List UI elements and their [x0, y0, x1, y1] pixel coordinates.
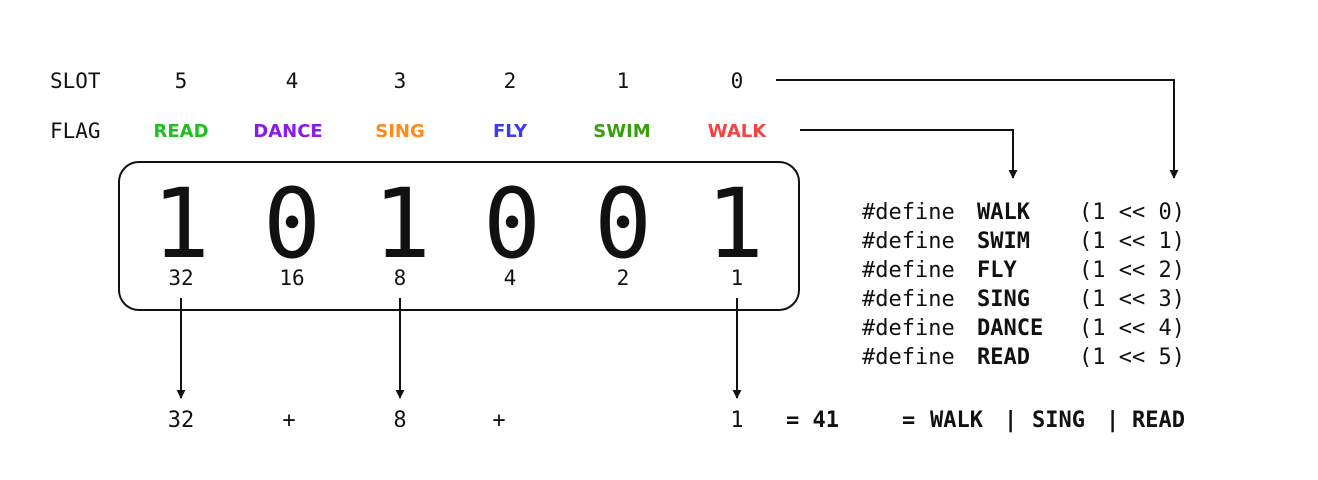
define-expr: (1 << 1): [1079, 229, 1185, 254]
result-flag: SING: [1032, 408, 1085, 433]
bits: 1 0 1 0 0 1: [152, 168, 764, 280]
bit-digit: 0: [594, 168, 652, 280]
define-keyword: #define: [862, 345, 955, 370]
slot-number: 4: [286, 69, 299, 93]
define-name: SING: [977, 287, 1030, 312]
bit-digit: 1: [152, 168, 210, 280]
define-expr: (1 << 2): [1079, 258, 1185, 283]
flag-name: READ: [153, 121, 208, 142]
sum-term: 32: [168, 408, 195, 433]
connector-arrows: [776, 79, 1179, 179]
defines-block: #define WALK (1 << 0) #define SWIM (1 <<…: [862, 200, 1185, 370]
define-name: FLY: [977, 258, 1017, 283]
bit-weight: 16: [279, 266, 304, 290]
define-keyword: #define: [862, 258, 955, 283]
sum-plus: +: [492, 408, 505, 433]
result-flag: READ: [1132, 408, 1185, 433]
bit-digit: 1: [373, 168, 431, 280]
flag-name: DANCE: [253, 121, 322, 142]
flag-name: WALK: [708, 121, 767, 142]
flag-name: SING: [375, 121, 425, 142]
define-line: #define WALK (1 << 0): [862, 200, 1185, 225]
define-expr: (1 << 0): [1079, 200, 1185, 225]
define-expr: (1 << 4): [1079, 316, 1185, 341]
bit-weight: 4: [504, 266, 517, 290]
flag-row-label: FLAG: [50, 119, 101, 143]
bit-digit: 1: [706, 168, 764, 280]
define-name: WALK: [977, 200, 1031, 225]
slot-number: 1: [617, 69, 630, 93]
bit-digit: 0: [263, 168, 321, 280]
result-flag: WALK: [930, 408, 984, 433]
define-expr: (1 << 5): [1079, 345, 1185, 370]
bit-weight: 2: [617, 266, 630, 290]
slot-connector-arrow: [776, 79, 1179, 179]
slot-numbers: 5 4 3 2 1 0: [175, 69, 744, 93]
sum-term: 1: [730, 408, 743, 433]
define-keyword: #define: [862, 200, 955, 225]
sum-row: 32 + 8 + 1 = 41 = WALK | SING | READ: [168, 408, 1185, 433]
define-keyword: #define: [862, 287, 955, 312]
define-line: #define SWIM (1 << 1): [862, 229, 1185, 254]
bit-weight: 1: [731, 266, 744, 290]
define-keyword: #define: [862, 229, 955, 254]
sum-term: 8: [393, 408, 406, 433]
flag-name: SWIM: [593, 121, 650, 142]
slot-number: 3: [394, 69, 407, 93]
bit-weight: 32: [168, 266, 193, 290]
define-line: #define FLY (1 << 2): [862, 258, 1185, 283]
slot-number: 2: [504, 69, 517, 93]
define-line: #define DANCE (1 << 4): [862, 316, 1185, 341]
flag-connector-arrow: [800, 129, 1018, 179]
flag-names: READ DANCE SING FLY SWIM WALK: [153, 121, 767, 142]
bit-digit: 0: [483, 168, 541, 280]
sum-total: = 41: [786, 408, 839, 433]
define-keyword: #define: [862, 316, 955, 341]
result-equals: =: [902, 408, 915, 433]
slot-row-label: SLOT: [50, 69, 101, 93]
define-name: SWIM: [977, 229, 1030, 254]
define-expr: (1 << 3): [1079, 287, 1185, 312]
define-line: #define READ (1 << 5): [862, 345, 1185, 370]
bit-weights: 32 16 8 4 2 1: [168, 266, 743, 290]
define-line: #define SING (1 << 3): [862, 287, 1185, 312]
define-name: READ: [977, 345, 1030, 370]
bit-arrows: [176, 298, 742, 399]
slot-number: 5: [175, 69, 188, 93]
flag-name: FLY: [493, 121, 528, 142]
result-separator: |: [1004, 408, 1017, 433]
result-separator: |: [1106, 408, 1119, 433]
sum-plus: +: [282, 408, 295, 433]
bit-weight: 8: [394, 266, 407, 290]
define-name: DANCE: [977, 316, 1043, 341]
slot-number: 0: [731, 69, 744, 93]
bit-box: [118, 161, 800, 311]
